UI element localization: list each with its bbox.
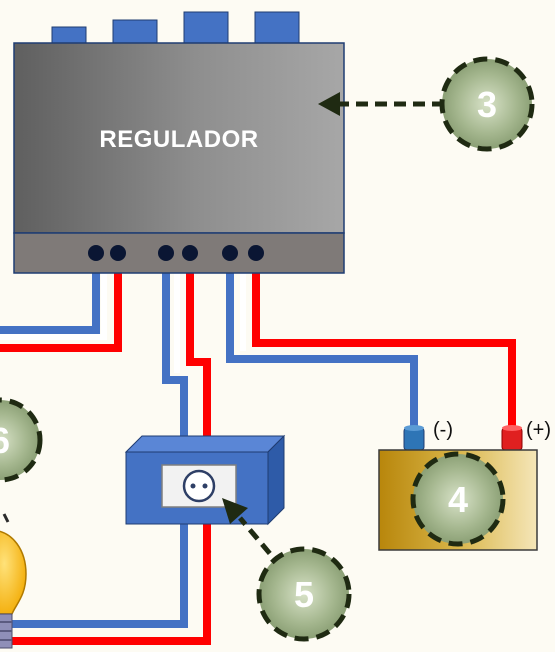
callout-number: 5 <box>294 574 314 615</box>
wire-negative-left-highlight <box>0 253 107 340</box>
outlet-socket-icon <box>182 469 216 503</box>
wire-positive-outlet <box>186 253 211 438</box>
bulb-ray <box>2 513 10 523</box>
regulator-terminal-strip <box>13 232 345 274</box>
wire-positive-battery <box>252 253 516 430</box>
callout-circle <box>439 56 535 152</box>
regulator-unit: REGULADOR <box>13 11 345 274</box>
callout-6: 6 <box>0 397 43 483</box>
battery-terminal-negative <box>403 427 425 451</box>
callout-number: 6 <box>0 420 10 461</box>
callout-3: 3 <box>439 56 535 152</box>
battery-positive-label: (+) <box>526 419 551 441</box>
wire-negative-battery <box>226 253 418 430</box>
wire-negative-bulb <box>0 522 188 628</box>
battery-terminal-negative-top <box>404 425 424 431</box>
regulator-body <box>13 42 345 234</box>
wire-positive-left <box>0 253 122 352</box>
terminal-socket <box>182 245 198 261</box>
callout-number: 4 <box>448 479 468 520</box>
light-bulb-icon <box>0 513 27 649</box>
battery-terminal-positive-top <box>502 425 522 431</box>
terminal-socket <box>248 245 264 261</box>
callout-number: 3 <box>477 84 497 125</box>
wire-negative-outlet <box>162 253 188 438</box>
outlet-box-top <box>124 435 286 453</box>
battery-terminal-positive <box>501 427 523 451</box>
outlet-hole <box>202 483 208 489</box>
terminal-socket <box>222 245 238 261</box>
terminal-socket <box>158 245 174 261</box>
callout-circle <box>256 546 352 642</box>
bulb-glass <box>0 530 27 615</box>
wire-positive-bulb <box>0 522 211 645</box>
terminal-socket <box>110 245 126 261</box>
callout-circle <box>410 451 506 547</box>
arrowhead-icon <box>318 92 340 116</box>
regulator-tab <box>51 26 87 44</box>
terminal-socket <box>88 245 104 261</box>
regulator-label: REGULADOR <box>99 126 258 153</box>
regulator-tab <box>254 11 300 44</box>
callout-4: 4 <box>410 451 506 547</box>
regulator-tab <box>112 19 158 44</box>
battery-negative-label: (-) <box>433 419 453 441</box>
outlet-hole <box>190 483 196 489</box>
outlet-box <box>124 434 286 526</box>
regulator-tab <box>183 11 229 44</box>
callout-5: 5 <box>256 546 352 642</box>
outlet-box-side <box>267 434 285 526</box>
arrowhead-icon <box>222 498 248 524</box>
wire-negative-left <box>0 253 100 334</box>
callout-arrow-3 <box>318 92 444 116</box>
callout-circle <box>0 397 43 483</box>
